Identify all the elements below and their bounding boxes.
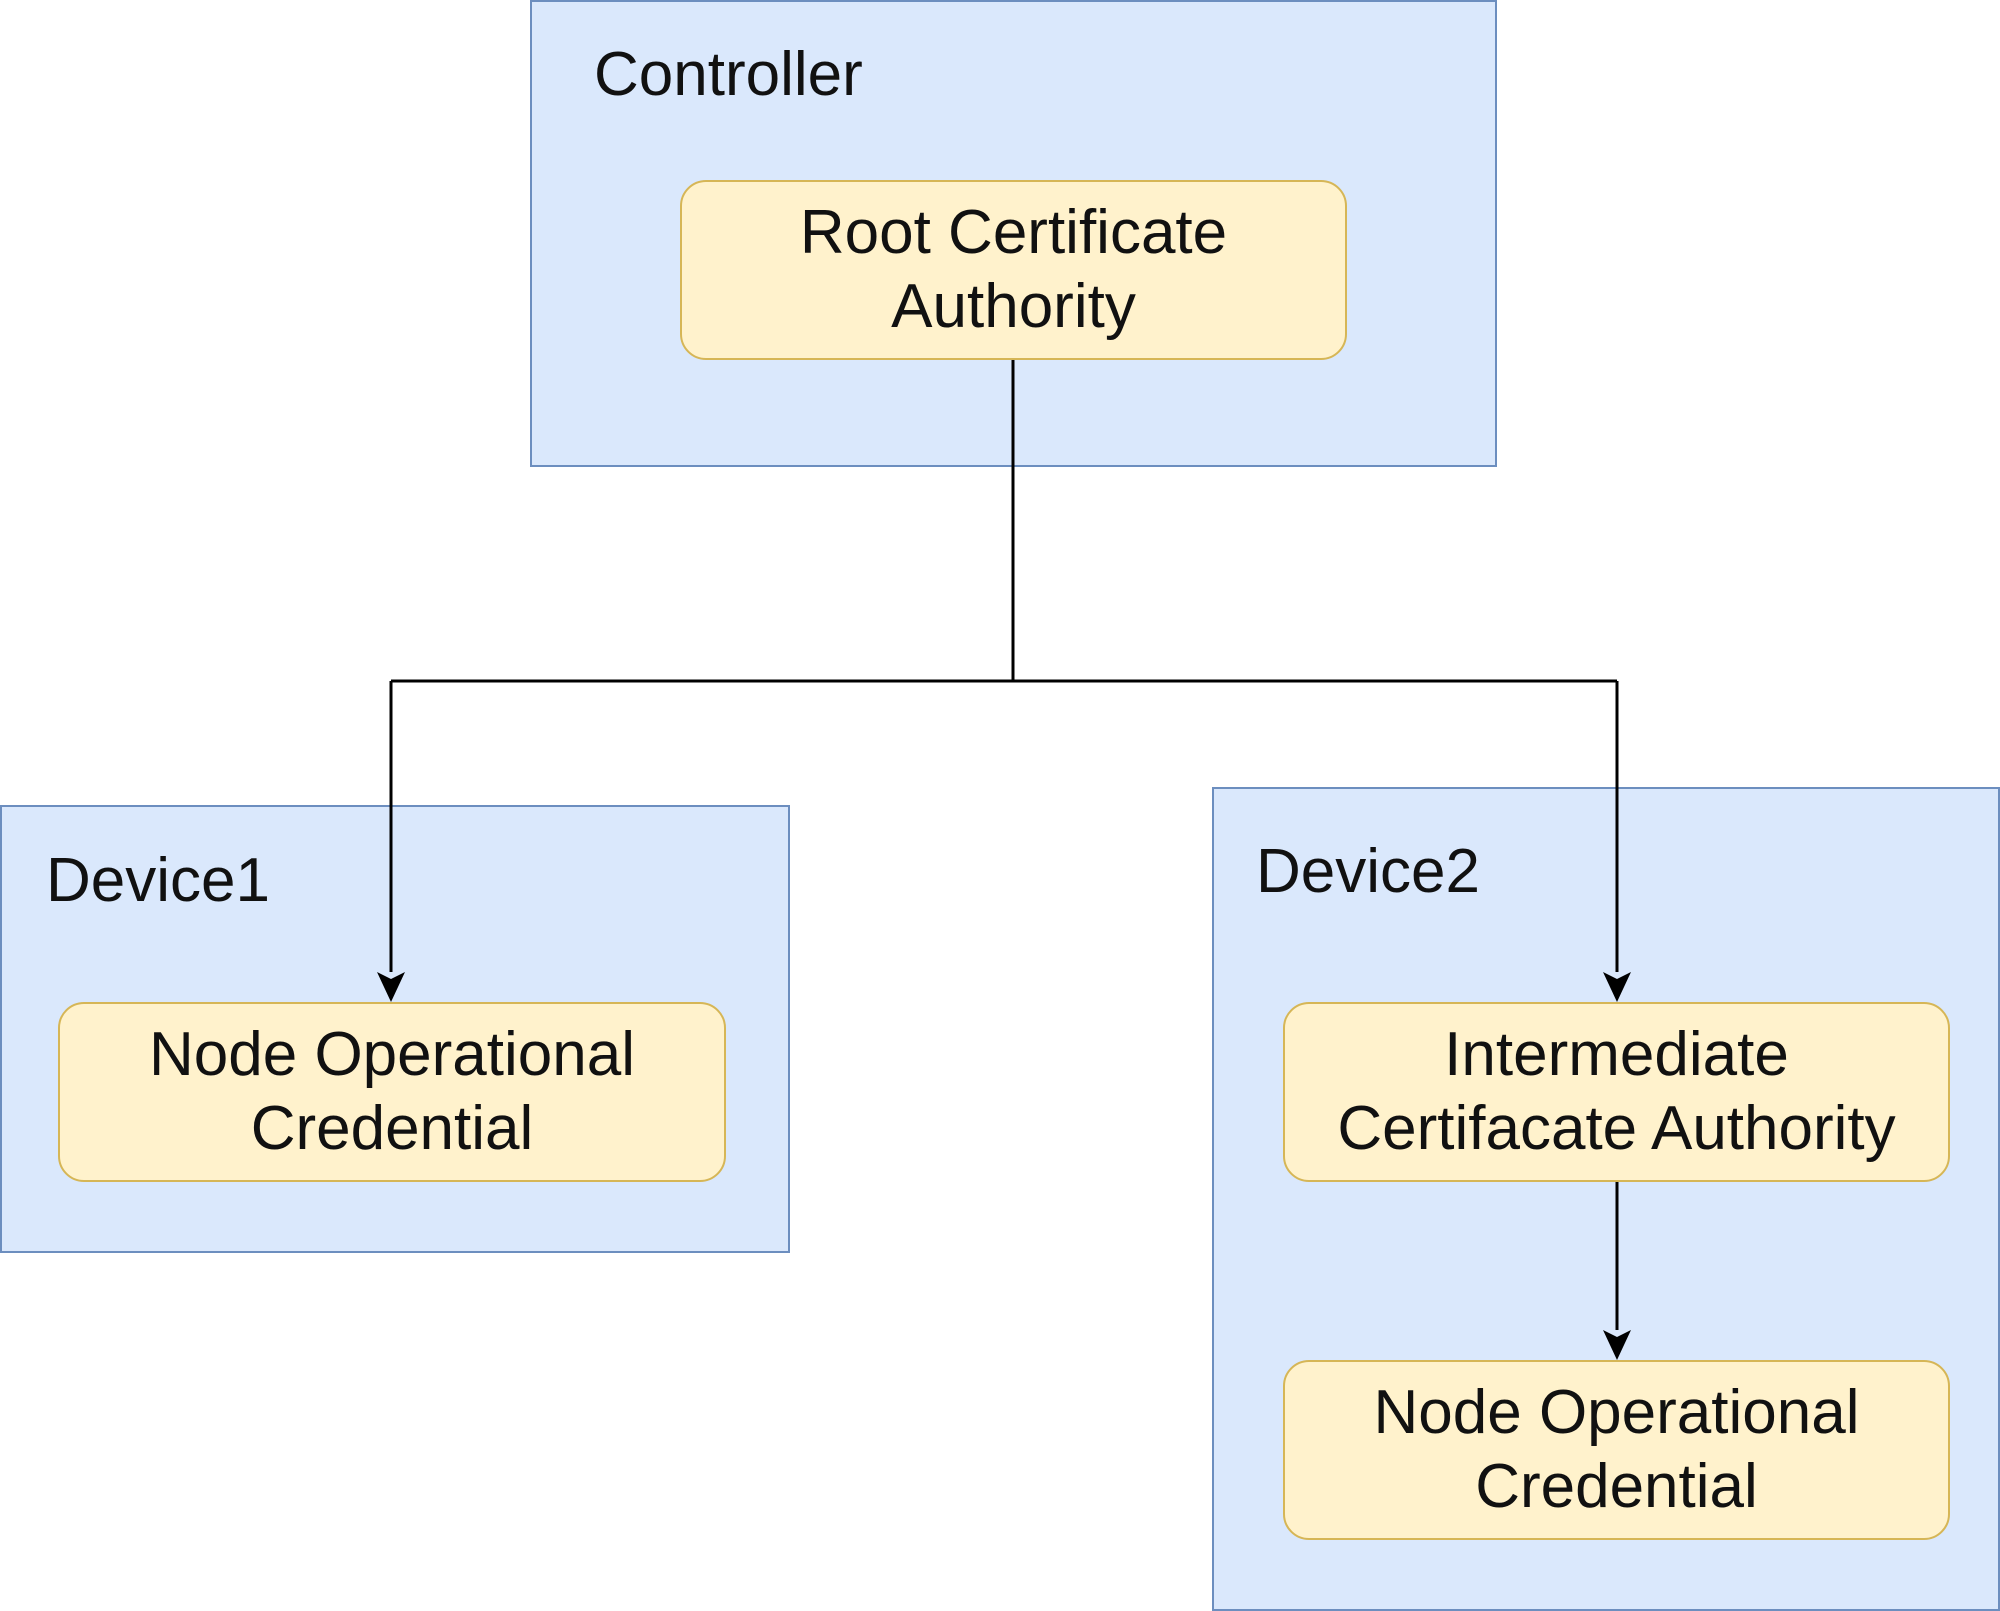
device2-node-operational-credential-node: Node Operational Credential	[1283, 1360, 1950, 1540]
device2-label: Device2	[1256, 837, 1480, 906]
device2-ica-label-line-2: Certifacate Authority	[1337, 1094, 1896, 1163]
device1-noc-label-line-2: Credential	[250, 1094, 534, 1163]
device2-ica-label-line-1: Intermediate	[1444, 1020, 1789, 1089]
device2-noc-label-line-2: Credential	[1475, 1452, 1758, 1521]
device2-intermediate-certificate-authority-node: Intermediate Certifacate Authority	[1283, 1002, 1950, 1182]
device1-noc-label-line-1: Node Operational	[149, 1020, 635, 1089]
root-certificate-authority-node: Root Certificate Authority	[680, 180, 1347, 360]
controller-label: Controller	[594, 40, 863, 109]
device1-node-operational-credential-node: Node Operational Credential	[58, 1002, 726, 1182]
root-ca-label-line-2: Authority	[891, 272, 1136, 341]
device1-label: Device1	[46, 846, 270, 915]
device2-noc-label-line-1: Node Operational	[1373, 1378, 1860, 1447]
root-ca-label-line-1: Root Certificate	[799, 198, 1228, 267]
